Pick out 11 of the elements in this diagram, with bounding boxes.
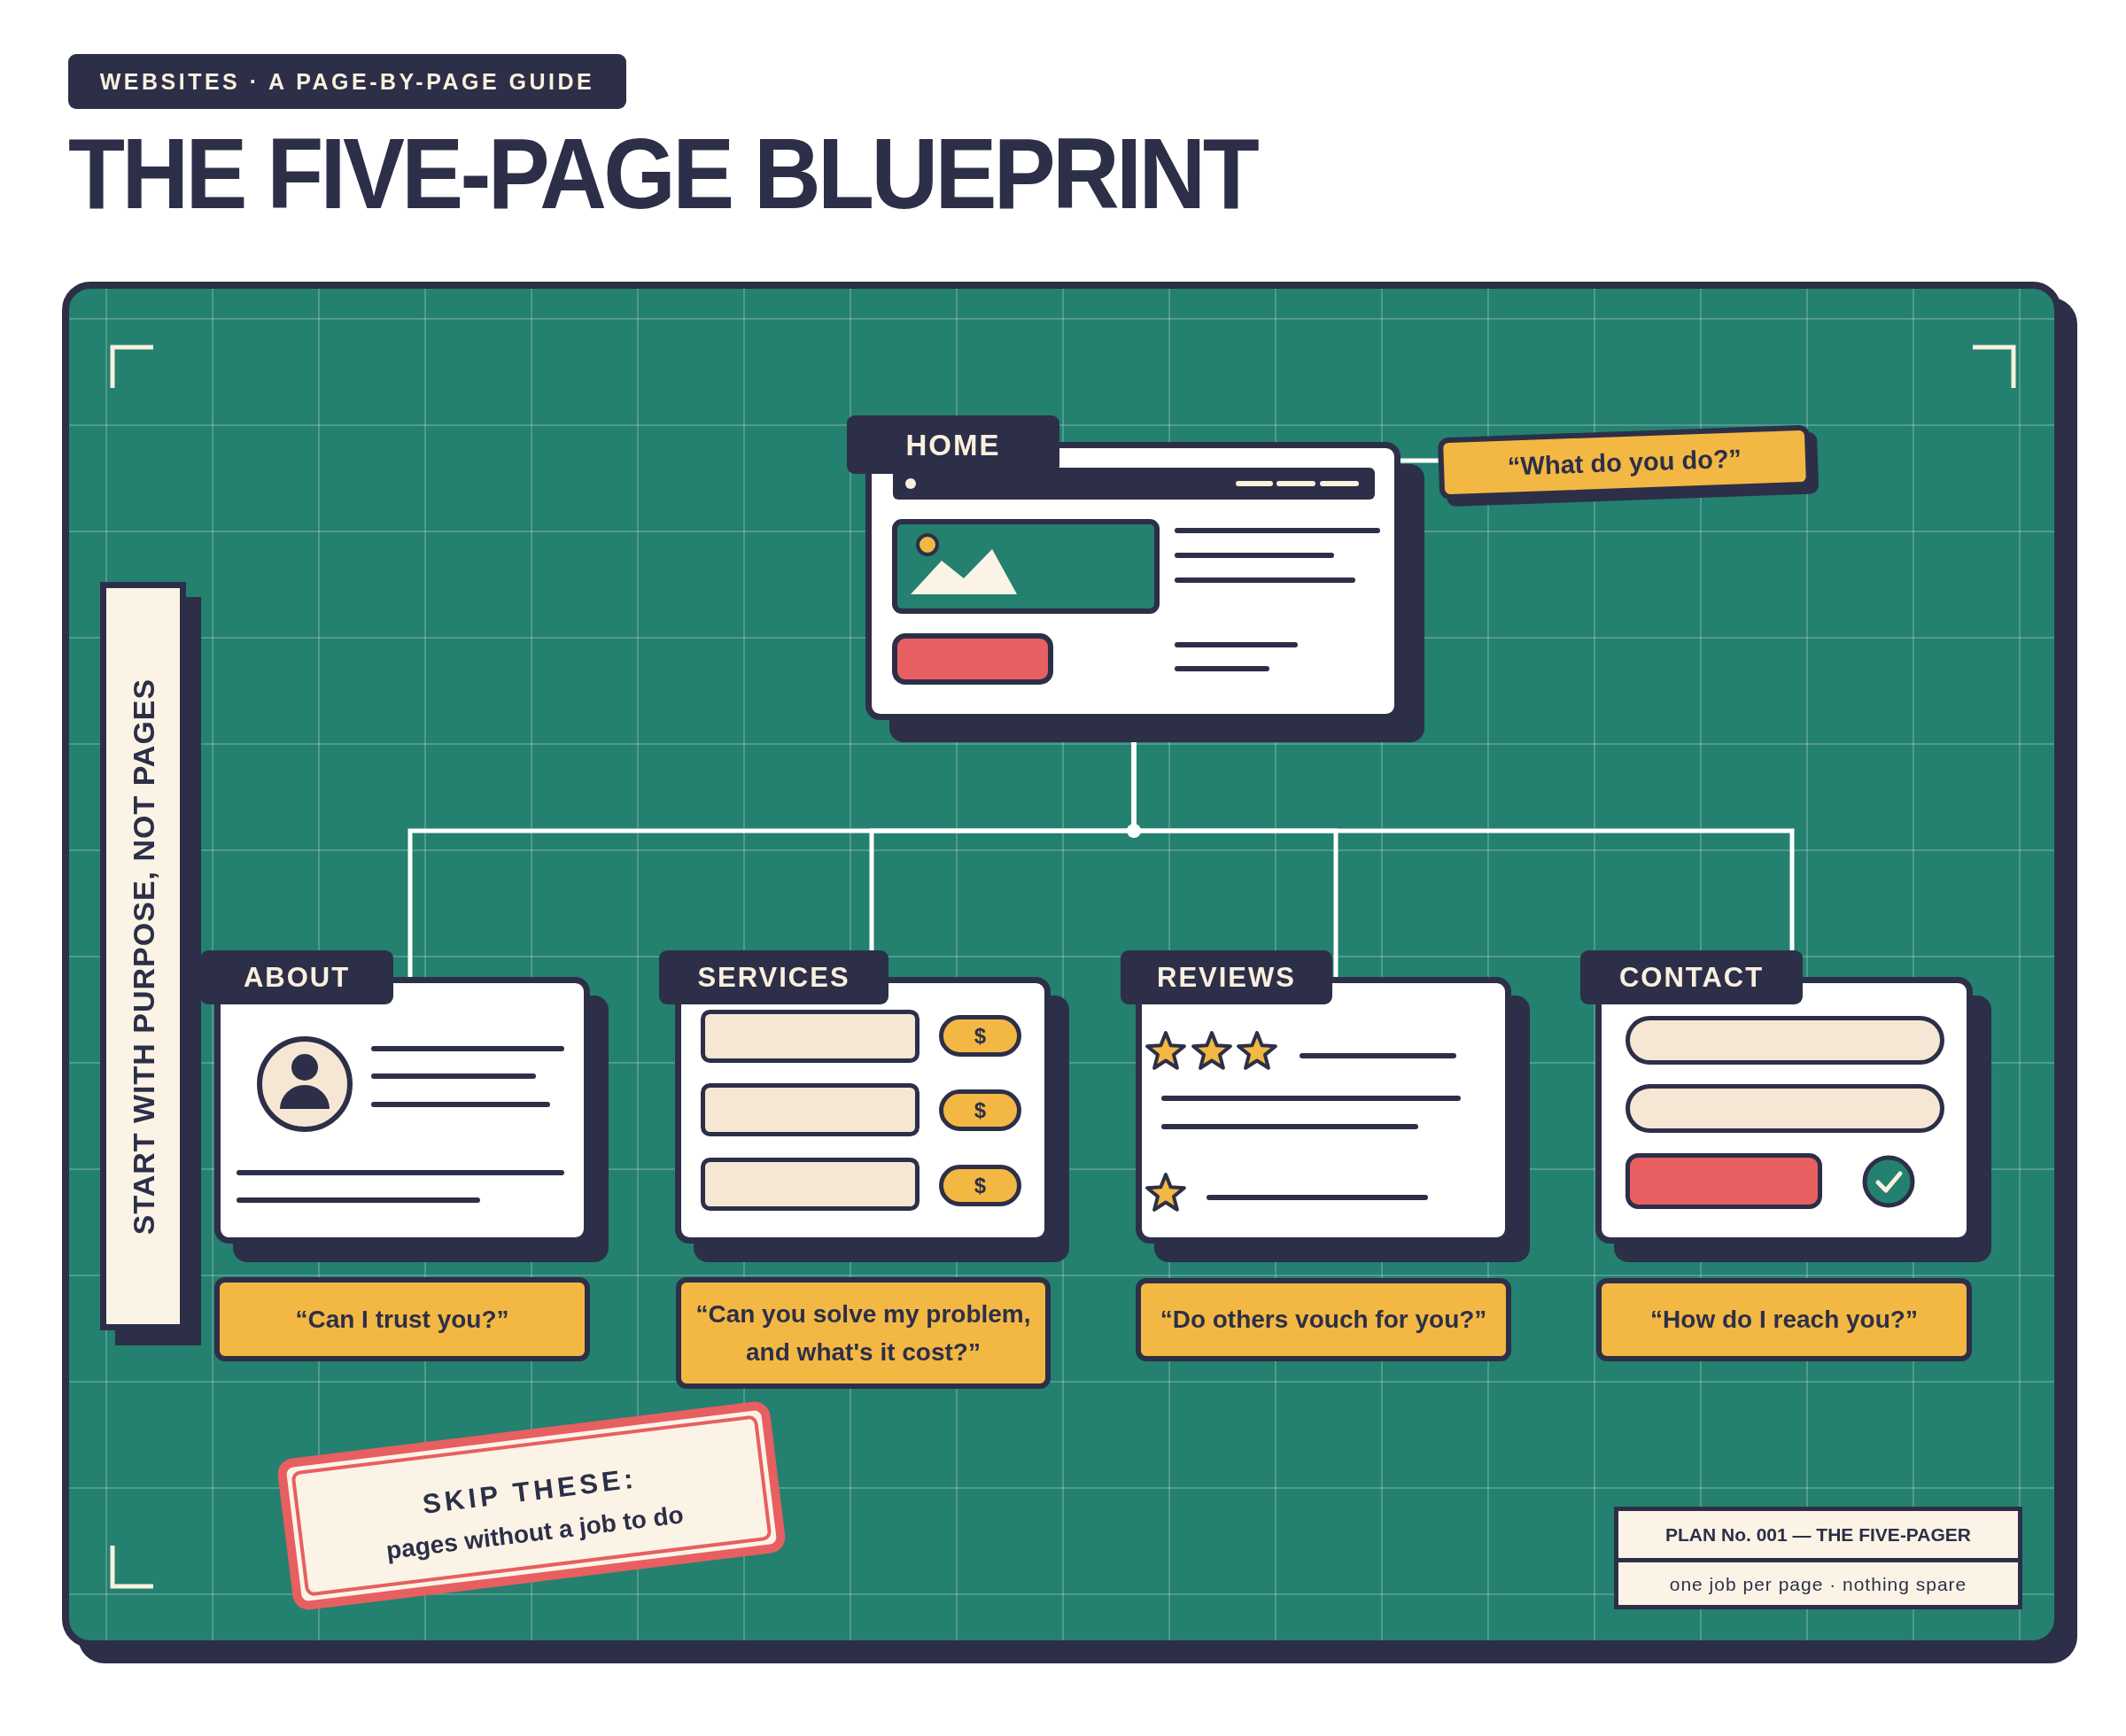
question-text: “Do others vouch for you?” (1160, 1305, 1487, 1336)
question-text: “Can you solve my problem, and what's it cost?” (694, 1298, 1032, 1368)
tag-text: WEBSITES · A PAGE-BY-PAGE GUIDE (99, 70, 595, 93)
page-title: THE FIVE-PAGE BLUEPRINT (68, 123, 1257, 224)
question-text: “Can I trust you?” (295, 1304, 509, 1335)
plan-title: PLAN No. 001 — THE FIVE-PAGER (1665, 1525, 1971, 1544)
question-text: “What do you do?” (1507, 443, 1742, 482)
card-heading: CONTACT (1618, 964, 1765, 991)
banner-text: START WITH PURPOSE, NOT PAGES (128, 678, 159, 1235)
plan-subtitle: one job per page · nothing spare (1669, 1574, 1967, 1593)
question-text: “How do I reach you?” (1650, 1305, 1918, 1336)
